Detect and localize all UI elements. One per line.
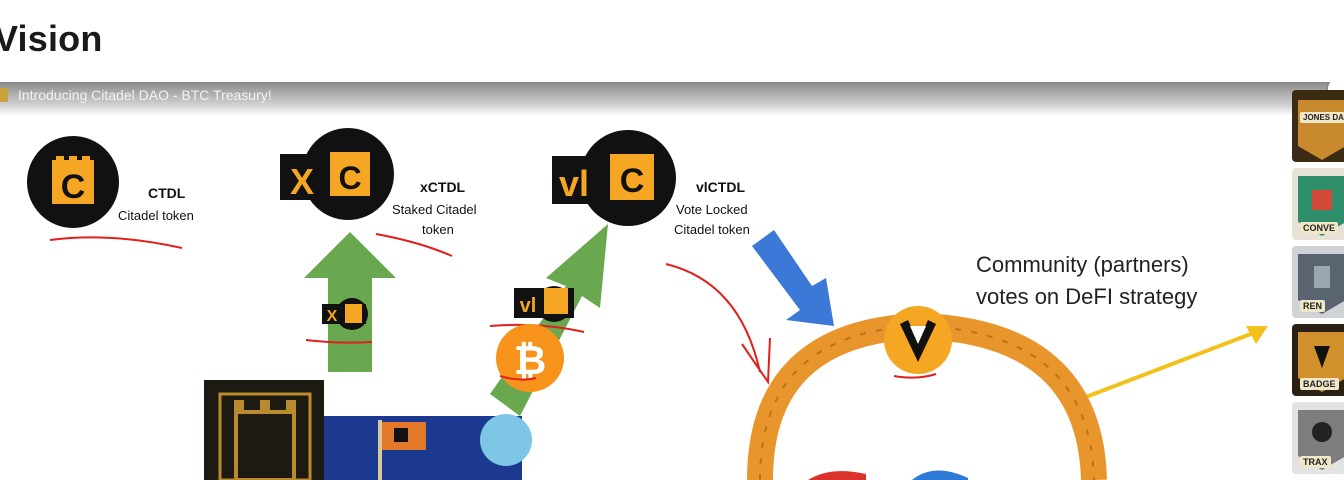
citadel-castle-image [204, 380, 324, 480]
related-video-thumbnail[interactable]: JONES DA [1292, 90, 1344, 162]
red-hand-drawn-arrow [665, 263, 771, 386]
vlctdl-small-logo-icon: vl [514, 286, 574, 322]
vlctdl-logo-c-letter: C [620, 162, 645, 200]
channel-avatar-icon [0, 88, 8, 102]
decorative-shape [912, 470, 968, 480]
decorative-shape [808, 471, 866, 480]
svg-text:vl: vl [520, 295, 537, 317]
jones-dao-badge-icon [1298, 100, 1344, 160]
yellow-arrow-head [1246, 326, 1268, 344]
pixel-art-flag-image [324, 414, 532, 480]
related-video-thumbnail[interactable]: CONVE [1292, 168, 1344, 240]
frax-badge-icon [1298, 410, 1344, 470]
ctdl-symbol: CTDL [148, 185, 186, 201]
vlctdl-symbol: vlCTDL [696, 179, 745, 195]
related-video-thumbnail[interactable]: BADGE [1292, 324, 1344, 396]
badger-badge-icon [1298, 332, 1344, 392]
related-video-thumbnail[interactable]: REN [1292, 246, 1344, 318]
ctdl-logo-letter: C [61, 168, 86, 206]
video-title-bar: Introducing Citadel DAO - BTC Treasury! [0, 82, 1344, 116]
related-videos-rail: JONES DA CONVE REN BADGE TRAX [1292, 90, 1344, 480]
red-underline-annotation [49, 236, 183, 249]
community-text-line1: Community (partners) [976, 252, 1189, 277]
related-video-thumbnail[interactable]: TRAX [1292, 402, 1344, 474]
convex-badge-icon [1298, 176, 1344, 236]
vlctdl-logo-vl-letters: vl [559, 163, 589, 204]
xctdl-logo-icon: X C [280, 128, 394, 220]
embedded-video-player[interactable]: C CTDL Citadel token X C xCTDL Staked Ci… [0, 82, 1344, 480]
yellow-arrow [1077, 330, 1257, 402]
xctdl-logo-x-letter: X [290, 161, 314, 202]
thumbnail-label: TRAX [1300, 456, 1331, 468]
vlctdl-description-line1: Vote Locked [676, 202, 748, 217]
video-title[interactable]: Introducing Citadel DAO - BTC Treasury! [18, 87, 272, 103]
xctdl-logo-c-letter: C [338, 160, 361, 196]
xctdl-symbol: xCTDL [420, 179, 466, 195]
xctdl-description-line1: Staked Citadel [392, 202, 477, 217]
vlctdl-description-line2: Citadel token [674, 222, 750, 237]
red-underline-annotation [375, 233, 453, 257]
thumbnail-label: REN [1300, 300, 1326, 312]
badger-logo-icon [884, 306, 952, 374]
red-underline-annotation [305, 339, 373, 344]
xctdl-small-logo-icon: X [322, 298, 368, 330]
xctdl-description-line2: token [422, 222, 454, 237]
vlctdl-logo-icon: vl C [552, 130, 676, 226]
section-heading: Vision [0, 18, 103, 59]
community-text-line2: votes on DeFI strategy [976, 284, 1197, 309]
ctdl-logo-icon: C [27, 136, 119, 228]
video-frame-scene: C CTDL Citadel token X C xCTDL Staked Ci… [27, 128, 1268, 480]
ctdl-description: Citadel token [118, 208, 194, 223]
thumbnail-label: BADGE [1300, 378, 1339, 390]
svg-text:₿: ₿ [514, 338, 547, 384]
svg-text:X: X [327, 308, 338, 325]
ren-badge-icon [1298, 254, 1344, 314]
blue-arrow-down [752, 230, 834, 326]
thumbnail-label: CONVE [1300, 222, 1339, 234]
red-underline-annotation [893, 373, 937, 379]
bitcoin-icon: ₿ [496, 324, 564, 392]
red-underline-annotation [499, 375, 537, 381]
thumbnail-label: JONES DA [1300, 112, 1344, 123]
